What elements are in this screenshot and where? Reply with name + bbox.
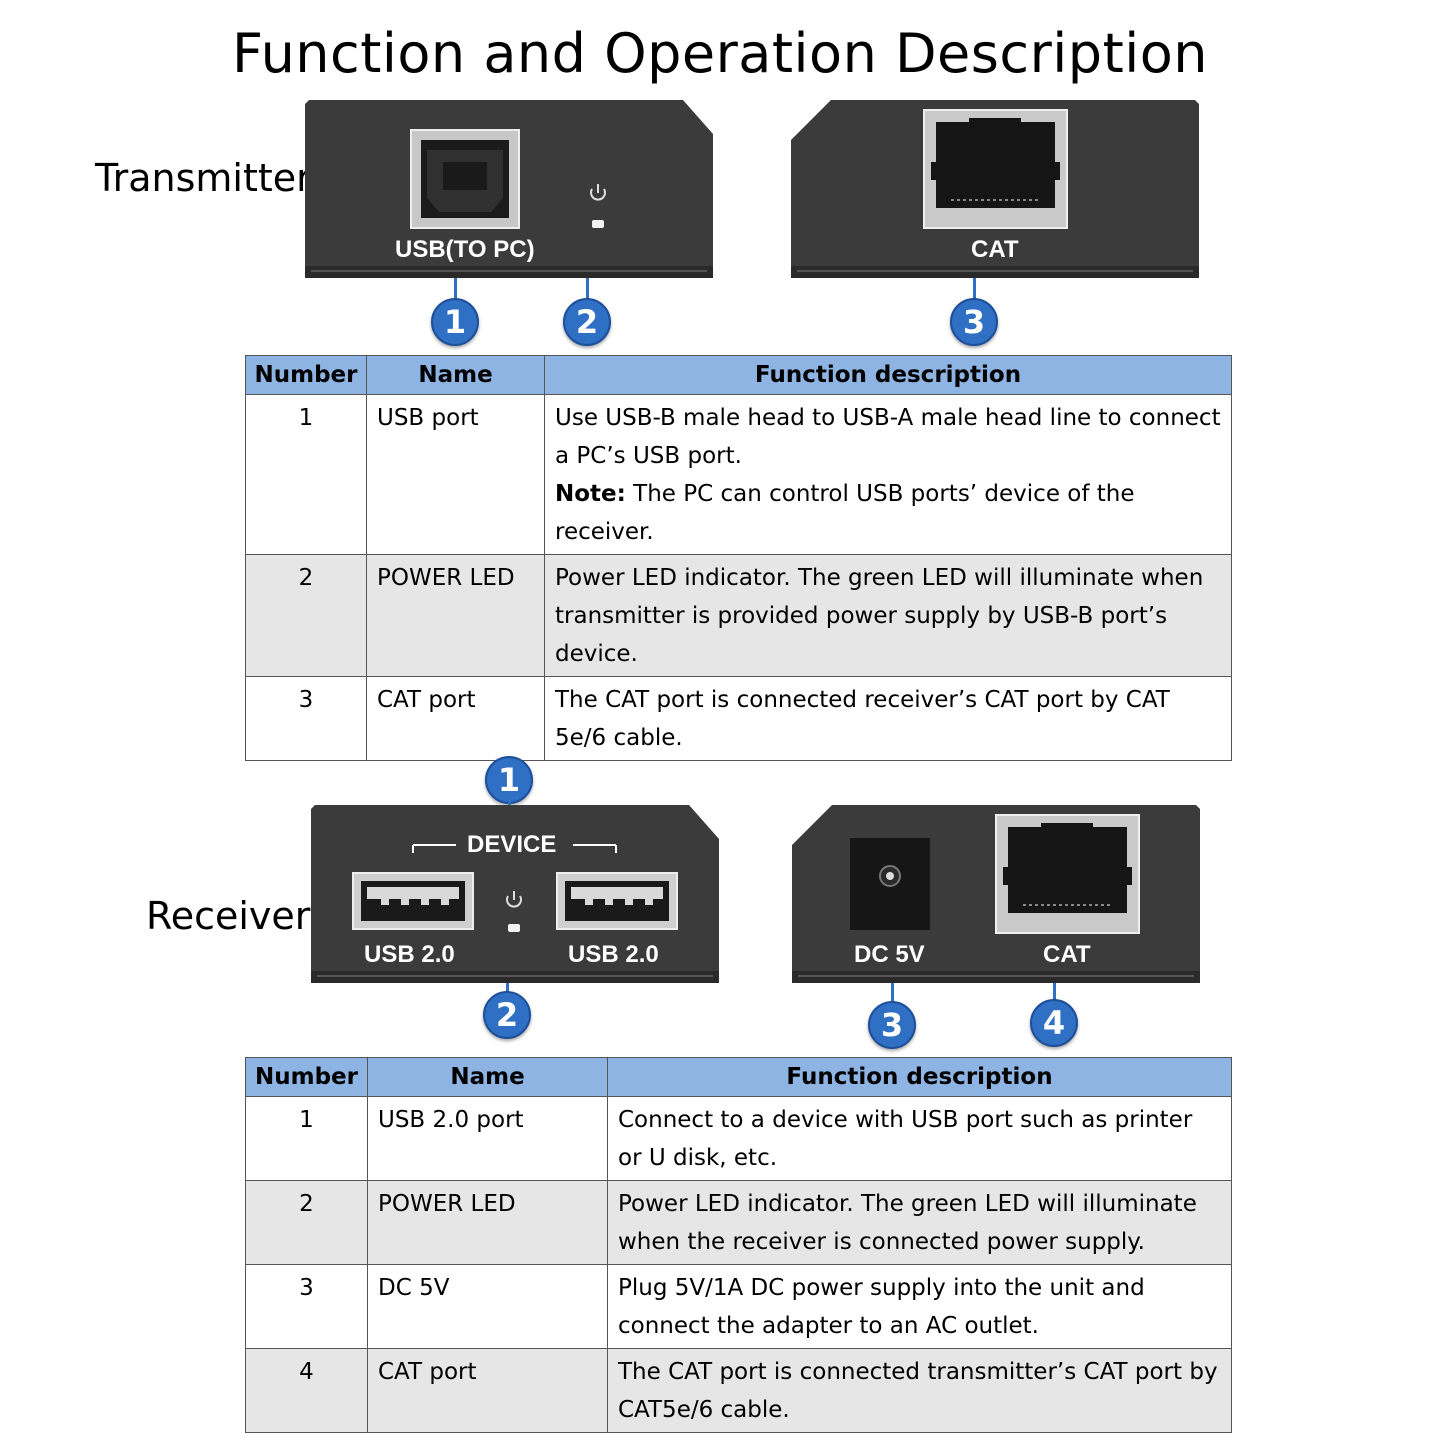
usb-a-port-icon bbox=[352, 872, 474, 930]
callout-1: 1 bbox=[485, 756, 533, 808]
page-title: Function and Operation Description bbox=[231, 22, 1209, 85]
receiver-label: Receiver bbox=[146, 894, 311, 938]
header-name: Name bbox=[367, 1057, 608, 1097]
row-description: Connect to a device with USB port such a… bbox=[607, 1096, 1232, 1181]
row-description: Use USB-B male head to USB-A male head l… bbox=[544, 394, 1232, 555]
header-name: Name bbox=[366, 355, 545, 395]
device-label: DEVICE bbox=[467, 831, 557, 858]
table-row: 3 DC 5V Plug 5V/1A DC power supply into … bbox=[245, 1264, 1232, 1349]
usb-2-0-label: USB 2.0 bbox=[364, 941, 455, 968]
header-number: Number bbox=[245, 355, 367, 395]
row-name: DC 5V bbox=[367, 1264, 608, 1349]
row-description: Power LED indicator. The green LED will … bbox=[607, 1180, 1232, 1265]
receiver-table: Number Name Function description 1 USB 2… bbox=[245, 1057, 1232, 1433]
callout-3: 3 bbox=[950, 278, 998, 346]
row-number: 2 bbox=[245, 1180, 368, 1265]
usb-2-0-label: USB 2.0 bbox=[568, 941, 659, 968]
row-name: USB port bbox=[366, 394, 545, 555]
transmitter-cat-panel: CAT bbox=[791, 100, 1199, 278]
table-row: 1 USB 2.0 port Connect to a device with … bbox=[245, 1096, 1232, 1181]
row-name: CAT port bbox=[366, 676, 545, 761]
row-name: USB 2.0 port bbox=[367, 1096, 608, 1181]
table-row: 1 USB port Use USB-B male head to USB-A … bbox=[245, 394, 1232, 555]
callout-4: 4 bbox=[1030, 983, 1078, 1047]
row-name: POWER LED bbox=[366, 554, 545, 677]
transmitter-table: Number Name Function description 1 USB p… bbox=[245, 355, 1232, 761]
row-description: The CAT port is connected transmitter’s … bbox=[607, 1348, 1232, 1433]
row-number: 1 bbox=[245, 1096, 368, 1181]
table-row: 2 POWER LED Power LED indicator. The gre… bbox=[245, 1180, 1232, 1265]
usb-a-port-icon bbox=[556, 872, 678, 930]
table-row: 3 CAT port The CAT port is connected rec… bbox=[245, 676, 1232, 761]
transmitter-usb-panel: USB(TO PC) bbox=[305, 100, 713, 278]
callout-2: 2 bbox=[563, 278, 611, 346]
power-icon bbox=[506, 891, 522, 908]
note-label: Note: bbox=[555, 481, 626, 507]
row-number: 3 bbox=[245, 1264, 368, 1349]
power-icon bbox=[590, 184, 606, 201]
dc-jack-icon bbox=[850, 838, 930, 930]
header-function: Function description bbox=[607, 1057, 1232, 1097]
row-number: 1 bbox=[245, 394, 367, 555]
cat-label: CAT bbox=[971, 236, 1019, 263]
row-description: The CAT port is connected receiver’s CAT… bbox=[544, 676, 1232, 761]
header-number: Number bbox=[245, 1057, 368, 1097]
note-text: The PC can control USB ports’ device of … bbox=[555, 481, 1135, 545]
receiver-power-cat-panel: DC 5V CAT bbox=[792, 805, 1200, 983]
header-function: Function description bbox=[544, 355, 1232, 395]
usb-b-port-icon bbox=[410, 129, 520, 229]
table-row: 2 POWER LED Power LED indicator. The gre… bbox=[245, 554, 1232, 677]
row-description: Plug 5V/1A DC power supply into the unit… bbox=[607, 1264, 1232, 1349]
cat-label: CAT bbox=[1043, 941, 1091, 968]
row-number: 4 bbox=[245, 1348, 368, 1433]
rj45-port-icon bbox=[995, 814, 1140, 934]
led-icon bbox=[592, 220, 604, 228]
dc-5v-label: DC 5V bbox=[854, 941, 925, 968]
row-name: POWER LED bbox=[367, 1180, 608, 1265]
callout-3: 3 bbox=[868, 983, 916, 1049]
row-description: Power LED indicator. The green LED will … bbox=[544, 554, 1232, 677]
transmitter-label: Transmitter bbox=[95, 156, 312, 200]
led-icon bbox=[508, 924, 520, 932]
usb-to-pc-label: USB(TO PC) bbox=[395, 236, 535, 263]
receiver-usb-panel: DEVICE USB 2.0 USB 2.0 bbox=[311, 805, 719, 983]
rj45-port-icon bbox=[923, 109, 1068, 229]
callout-1: 1 bbox=[431, 278, 479, 346]
row-number: 3 bbox=[245, 676, 367, 761]
table-row: 4 CAT port The CAT port is connected tra… bbox=[245, 1348, 1232, 1433]
callout-2: 2 bbox=[483, 983, 531, 1043]
row-number: 2 bbox=[245, 554, 367, 677]
row-name: CAT port bbox=[367, 1348, 608, 1433]
